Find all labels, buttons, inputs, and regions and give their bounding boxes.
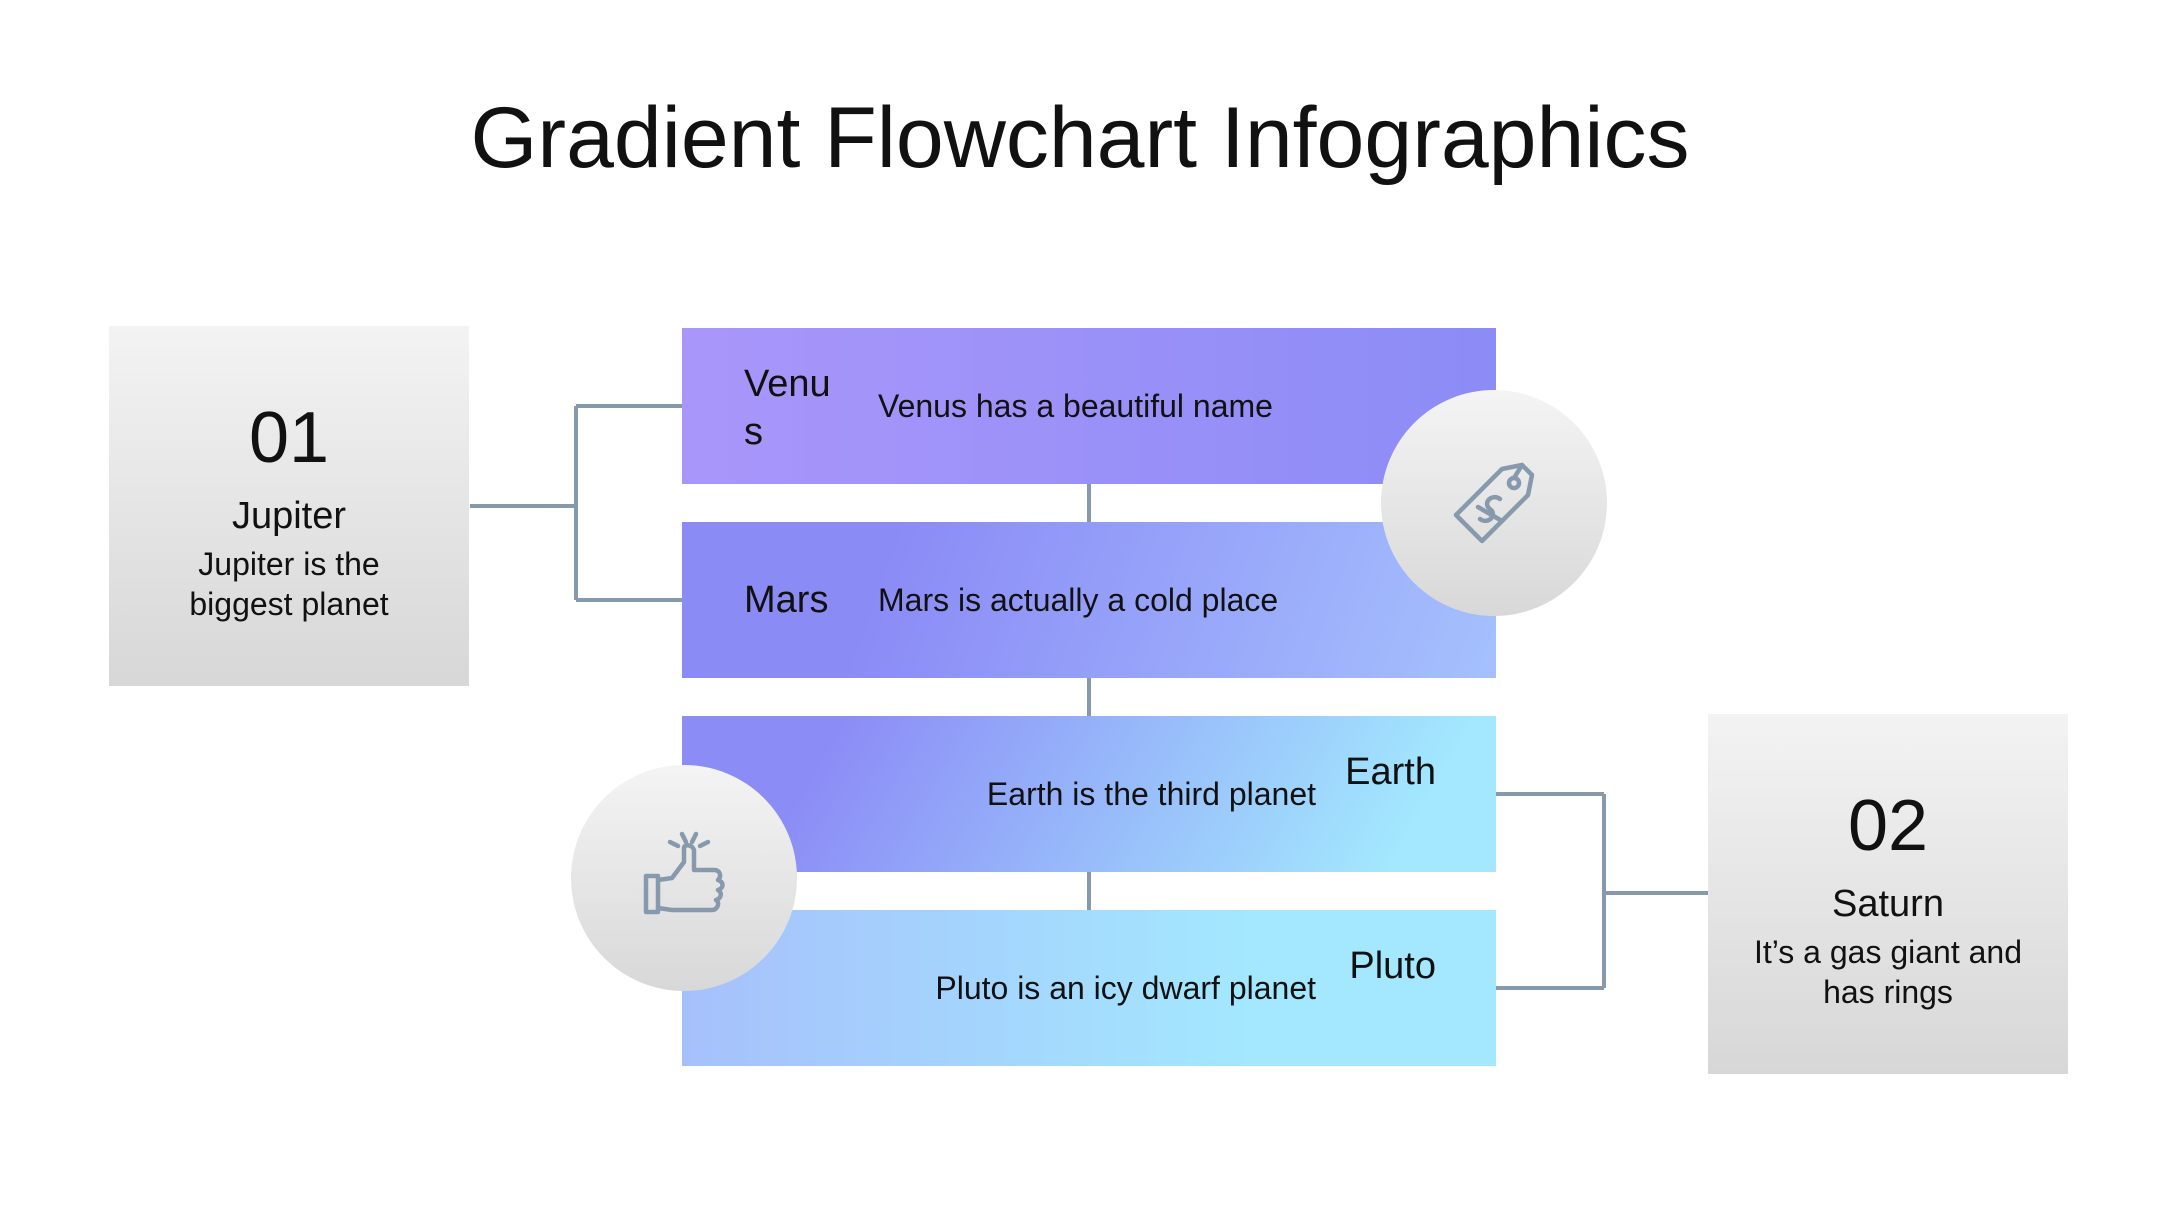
page-title: Gradient Flowchart Infographics xyxy=(470,90,1690,186)
card-number: 01 xyxy=(248,398,330,478)
step-earth: Earth Earth is the third planet xyxy=(682,716,1496,872)
step-mars: Mars Mars is actually a cold place xyxy=(682,522,1496,678)
price-tag-icon xyxy=(1453,462,1535,544)
card-title: Jupiter xyxy=(231,495,347,537)
card-number: 02 xyxy=(1847,786,1929,866)
step-title: Pluto xyxy=(1349,945,1436,987)
step-description: Pluto is an icy dwarf planet xyxy=(935,970,1316,1006)
step-description: Mars is actually a cold place xyxy=(878,582,1279,618)
step-title: Venus xyxy=(744,363,831,453)
card-description: Jupiter is the biggest planet xyxy=(189,546,389,622)
thumbs-up-icon xyxy=(643,831,725,915)
step-description: Venus has a beautiful name xyxy=(878,388,1273,424)
card-title: Saturn xyxy=(1832,883,1944,925)
thumbs-icon-badge xyxy=(571,765,797,991)
connector-jupiter xyxy=(470,404,682,602)
step-pluto: Pluto Pluto is an icy dwarf planet xyxy=(682,910,1496,1066)
step-title: Earth xyxy=(1345,751,1436,793)
card-description: It’s a gas giant and has rings xyxy=(1753,934,2023,1010)
tag-icon-badge xyxy=(1381,390,1607,616)
step-title: Mars xyxy=(744,579,829,621)
card-saturn: 02 Saturn It’s a gas giant and has rings xyxy=(1708,714,2068,1074)
step-description: Earth is the third planet xyxy=(986,776,1316,812)
connector-saturn xyxy=(1496,792,1708,990)
step-venus: Venus Venus has a beautiful name xyxy=(682,328,1496,484)
card-jupiter: 01 Jupiter Jupiter is the biggest planet xyxy=(109,326,469,686)
